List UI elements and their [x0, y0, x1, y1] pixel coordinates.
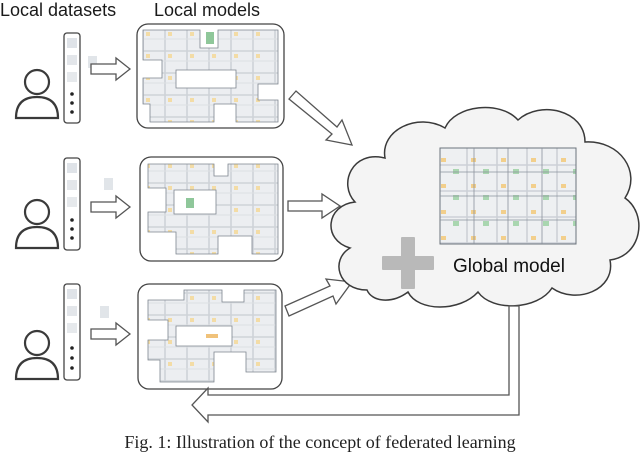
- data-sample-icon: [88, 56, 97, 68]
- user-icon: [14, 198, 60, 250]
- global-model-map: [439, 147, 577, 245]
- upload-arrow-3: [284, 278, 354, 317]
- local-model-3: [137, 283, 283, 390]
- local-model-1: [136, 23, 285, 129]
- local-models-heading: Local models: [154, 0, 261, 20]
- client-2: [14, 156, 284, 262]
- train-arrow: [90, 194, 132, 220]
- client-3: [14, 283, 283, 390]
- train-arrow: [90, 321, 132, 347]
- user-icon: [14, 329, 60, 381]
- local-dataset-panel: [63, 283, 81, 381]
- upload-arrow-1: [288, 90, 354, 146]
- plus-icon: [382, 237, 434, 289]
- local-datasets-heading: Local datasets: [0, 0, 117, 20]
- upload-arrows: [284, 90, 354, 317]
- local-dataset-panel: [63, 32, 81, 124]
- client-1: [14, 23, 285, 129]
- local-model-2: [139, 156, 284, 262]
- train-arrow: [90, 56, 132, 82]
- global-model-label: Global model: [453, 256, 565, 277]
- upload-arrow-2: [287, 192, 342, 220]
- global-server-cloud: Global model: [330, 106, 640, 308]
- global-model-feedback-arrow: [191, 305, 520, 424]
- data-sample-icon: [100, 306, 109, 318]
- figure-caption: Fig. 1: Illustration of the concept of f…: [124, 432, 516, 452]
- user-icon: [14, 68, 60, 120]
- data-sample-icon: [104, 178, 113, 190]
- local-dataset-panel: [63, 157, 81, 251]
